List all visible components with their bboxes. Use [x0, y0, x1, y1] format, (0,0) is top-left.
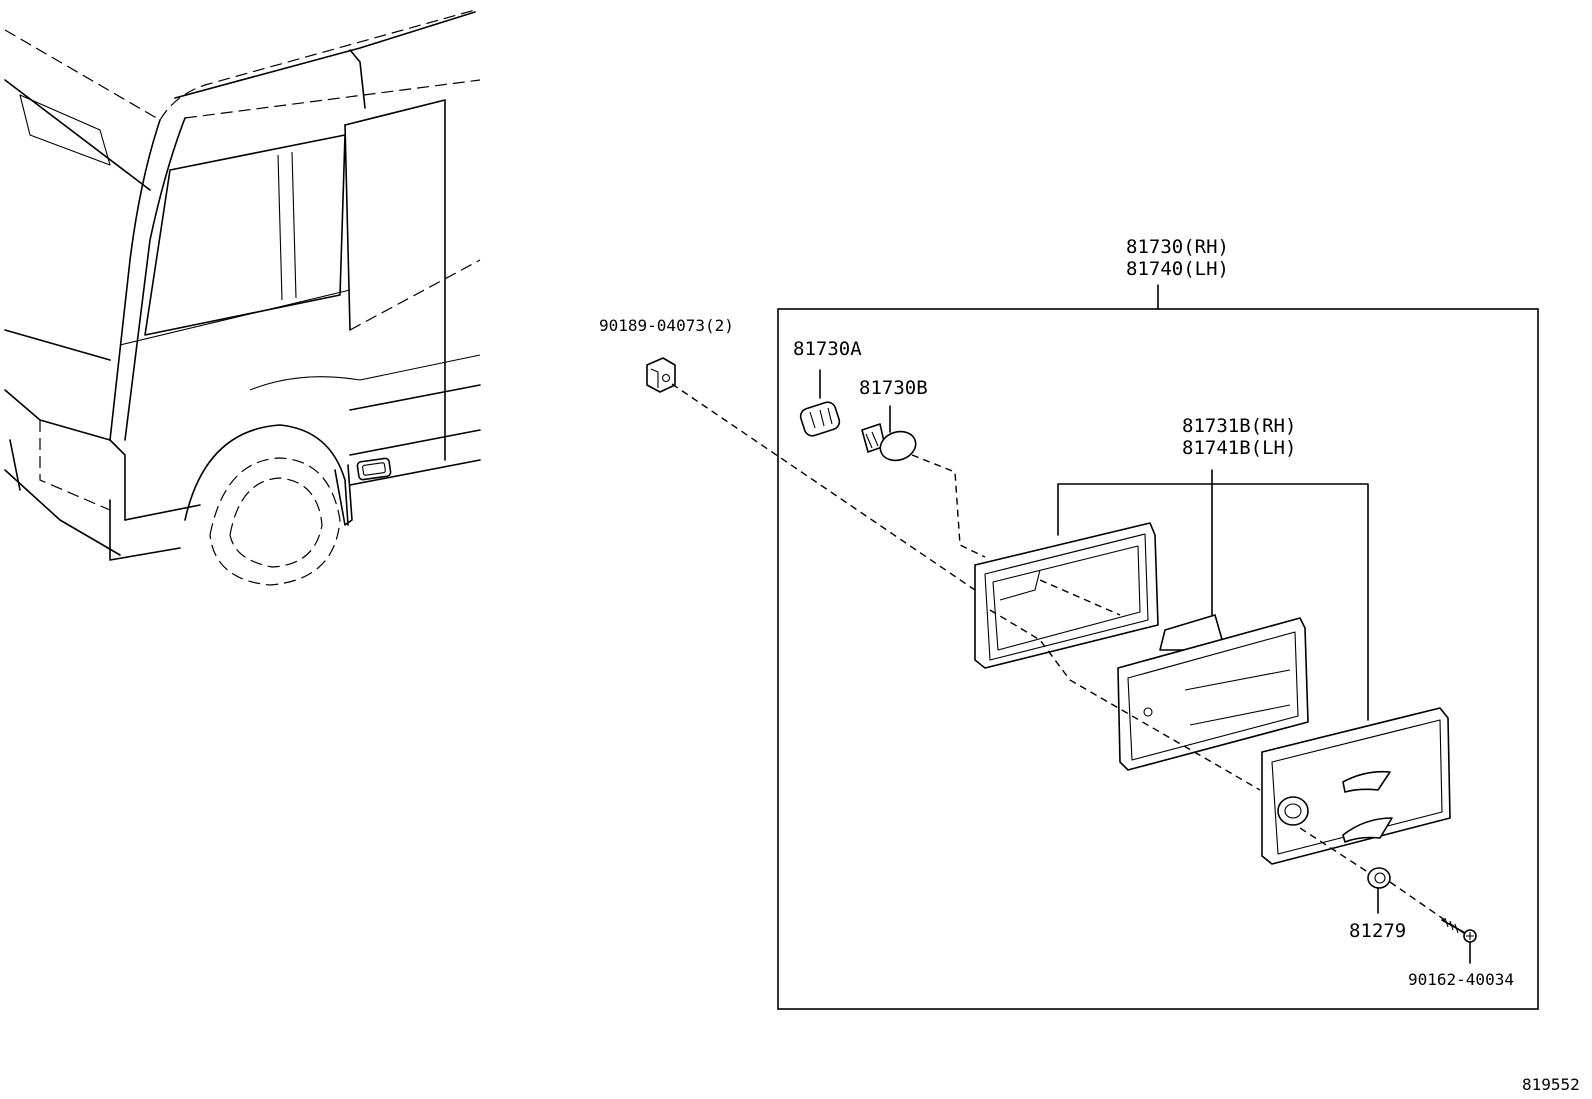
- callout-assembly-lh: 81740(LH): [1126, 258, 1229, 280]
- callout-socket: 81730A: [793, 338, 862, 360]
- bulb-part: [861, 405, 917, 462]
- grommet-part: [1367, 867, 1391, 914]
- vehicle-illustration: [4, 9, 481, 586]
- clip-part: [646, 357, 676, 393]
- diagram-id-code: 819552: [1522, 1075, 1580, 1094]
- callout-screw: 90162-40034: [1408, 970, 1514, 989]
- callout-lens-lh: 81741B(LH): [1182, 437, 1296, 459]
- socket-part: [799, 369, 841, 437]
- screw-part: [1441, 917, 1477, 964]
- callout-clip: 90189-04073(2): [599, 316, 734, 335]
- callout-assembly-rh: 81730(RH): [1126, 236, 1229, 258]
- housing-part: [1117, 614, 1309, 771]
- gasket-part: [974, 522, 1159, 669]
- callout-lens-rh: 81731B(RH): [1182, 415, 1296, 437]
- lens-part: [1261, 707, 1451, 865]
- callout-grommet: 81279: [1349, 920, 1406, 942]
- callout-bulb: 81730B: [859, 377, 928, 399]
